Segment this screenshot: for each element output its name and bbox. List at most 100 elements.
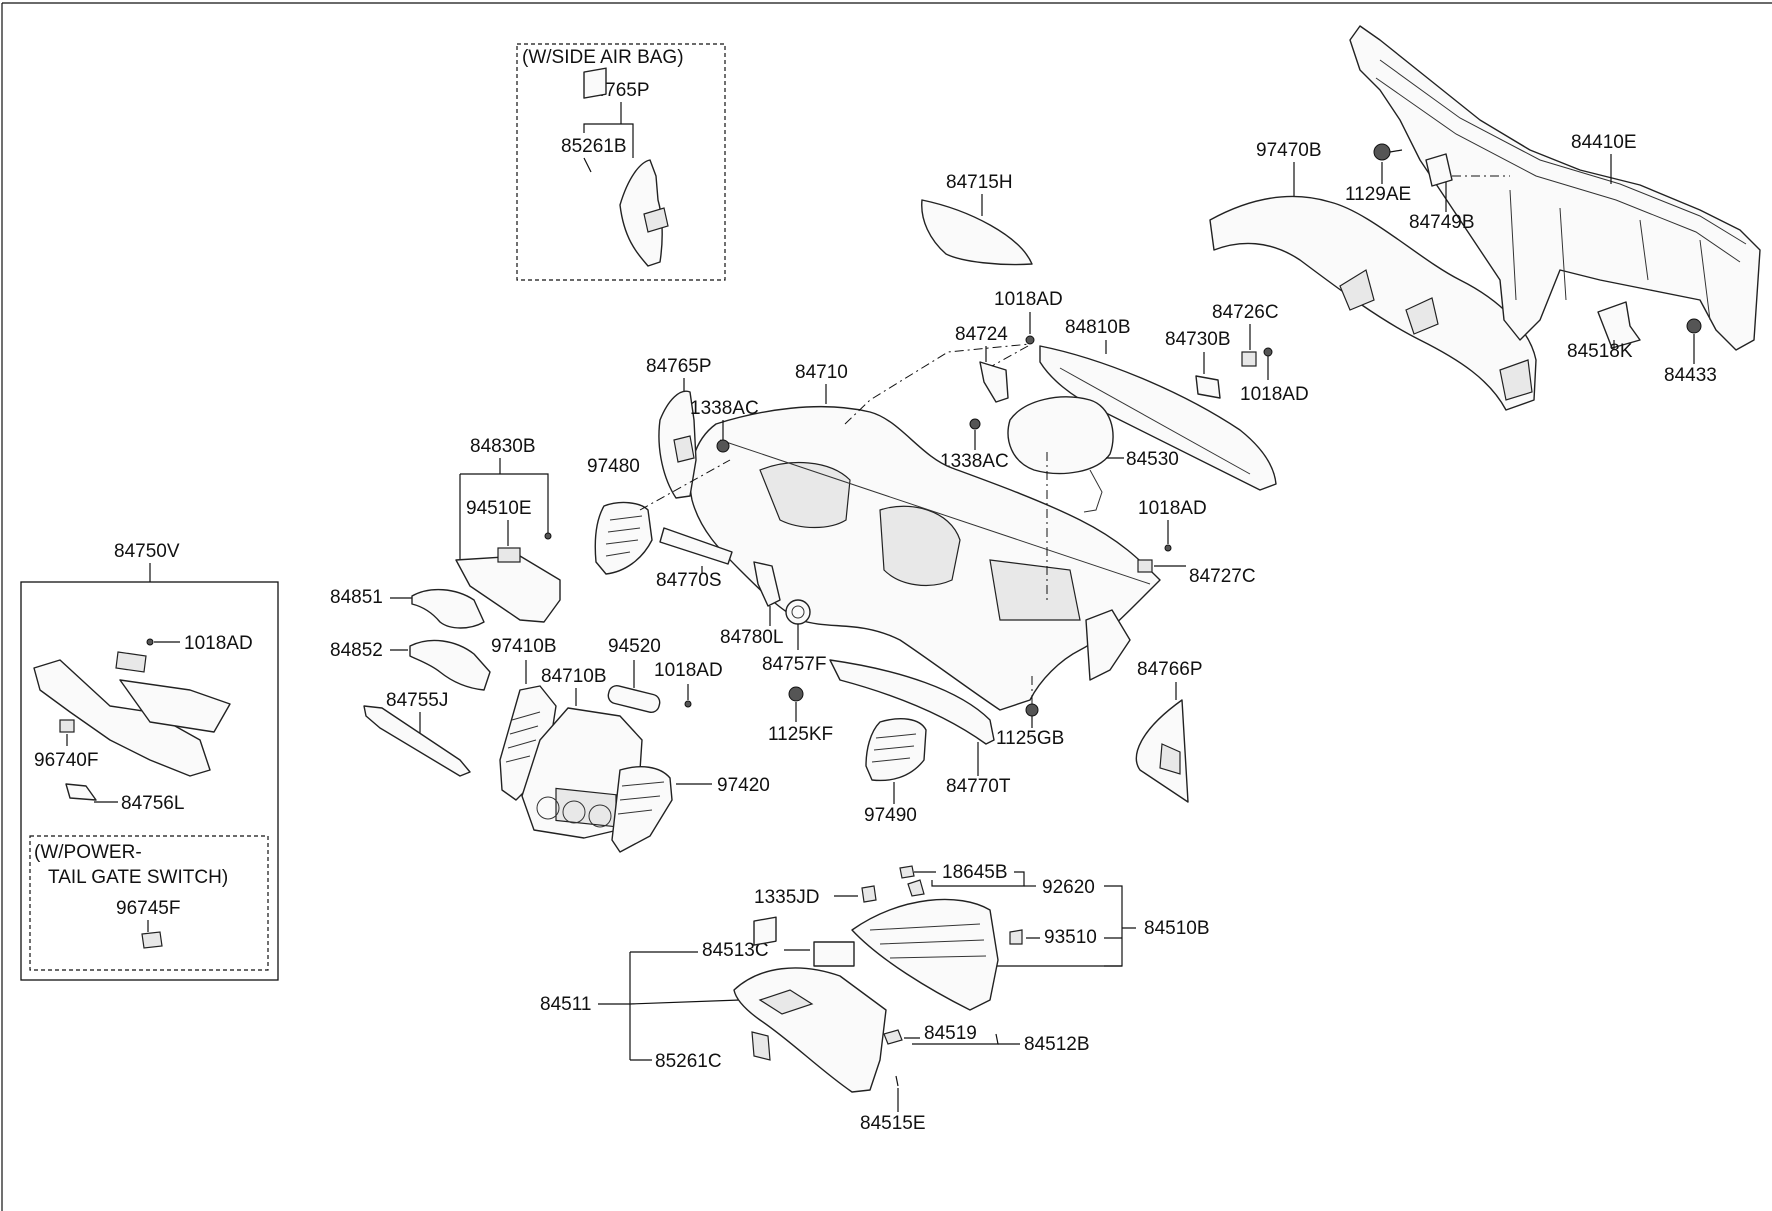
vent-97490-louvers bbox=[871, 733, 917, 763]
label-84830B: 84830B bbox=[470, 436, 536, 457]
leader-84765P-top bbox=[583, 102, 634, 158]
label-1125GB: 1125GB bbox=[996, 728, 1064, 749]
label-1018AD-a: 1018AD bbox=[994, 289, 1063, 310]
part-84851-shroud-upper bbox=[411, 588, 485, 629]
label-84749B: 84749B bbox=[1409, 212, 1475, 233]
crash-pad-right-end bbox=[1085, 609, 1131, 681]
label-84511: 84511 bbox=[540, 994, 591, 1015]
part-97470B-air-duct bbox=[1209, 195, 1537, 411]
upper-cover-edge-detail bbox=[1059, 367, 1251, 475]
label-84851: 84851 bbox=[330, 587, 383, 608]
label-1338AC-b: 1338AC bbox=[940, 451, 1009, 472]
part-84780L-garnish bbox=[753, 561, 781, 607]
part-85261C-label bbox=[753, 916, 777, 946]
fascia-knob-left bbox=[536, 796, 560, 820]
part-84726C-clip bbox=[1241, 351, 1257, 367]
part-84830B-lower-panel bbox=[455, 555, 561, 623]
part-1018AD-a-screw bbox=[1025, 335, 1035, 345]
label-84780L: 84780L bbox=[720, 627, 783, 648]
label-97480: 97480 bbox=[587, 456, 640, 477]
leader-85261B bbox=[583, 157, 592, 173]
label-1125KF: 1125KF bbox=[768, 724, 833, 745]
glove-box-handle bbox=[758, 989, 814, 1015]
part-92620-lamp bbox=[907, 879, 925, 897]
part-1125GB-bolt bbox=[1025, 703, 1039, 717]
power-tailgate-option-box bbox=[29, 835, 269, 971]
label-96745F: 96745F bbox=[116, 898, 180, 919]
crash-pad-center-opening bbox=[879, 505, 961, 587]
part-84513C-label bbox=[813, 941, 855, 967]
part-97420-center-vent-right bbox=[611, 766, 673, 853]
crossmember-brackets bbox=[1509, 189, 1711, 321]
vent-97410B-louvers bbox=[505, 711, 541, 763]
part-1338AC-a-nut bbox=[716, 439, 730, 453]
label-84810B: 84810B bbox=[1065, 317, 1131, 338]
label-94510E: 94510E bbox=[466, 498, 532, 519]
label-92620: 92620 bbox=[1042, 877, 1095, 898]
part-1129AE-bolt bbox=[1373, 143, 1391, 161]
label-84730B: 84730B bbox=[1165, 329, 1231, 350]
part-84765P-vent-top bbox=[643, 207, 669, 233]
label-84710B: 84710B bbox=[541, 666, 607, 687]
leader-84511-bracket bbox=[598, 951, 741, 1061]
crash-pad-glovebox-opening bbox=[989, 559, 1081, 621]
label-1018AD-d: 1018AD bbox=[184, 633, 253, 654]
part-97480-side-vent-left bbox=[594, 501, 653, 575]
label-84770T: 84770T bbox=[946, 776, 1011, 797]
power-tailgate-note-line1: (W/POWER- bbox=[34, 842, 142, 863]
label-84513C: 84513C bbox=[702, 940, 769, 961]
side-cover-vent bbox=[1159, 743, 1181, 775]
label-84519: 84519 bbox=[924, 1023, 977, 1044]
label-84710: 84710 bbox=[795, 362, 848, 383]
label-1018AD-c: 1018AD bbox=[1138, 498, 1207, 519]
part-1125KF-bolt bbox=[788, 686, 804, 702]
label-84726C: 84726C bbox=[1212, 302, 1279, 323]
vent-97480-louvers bbox=[605, 515, 643, 557]
part-84730B-bracket bbox=[1195, 375, 1221, 399]
duct-outlet-b bbox=[1405, 297, 1439, 335]
label-84518K: 84518K bbox=[1567, 341, 1633, 362]
label-84770S: 84770S bbox=[656, 570, 722, 591]
label-84512B: 84512B bbox=[1024, 1034, 1090, 1055]
label-97410B: 97410B bbox=[491, 636, 557, 657]
part-85261B-label-sticker bbox=[583, 67, 607, 99]
label-1018AD-e: 1018AD bbox=[654, 660, 723, 681]
part-84750V-lower-panel bbox=[33, 659, 211, 777]
part-84518K-bracket bbox=[1597, 301, 1641, 349]
airbag-connector-wire bbox=[1083, 469, 1103, 513]
part-84755J-garnish bbox=[363, 705, 471, 777]
label-85261C: 85261C bbox=[655, 1051, 722, 1072]
label-97470B: 97470B bbox=[1256, 140, 1322, 161]
label-84530: 84530 bbox=[1126, 449, 1179, 470]
part-84852-shroud-lower bbox=[409, 639, 491, 691]
part-84715H-trim bbox=[921, 199, 1033, 266]
dash-84710-to-upper bbox=[844, 343, 1031, 425]
bolt-shank-1129AE bbox=[1389, 149, 1403, 153]
label-97420: 97420 bbox=[717, 775, 770, 796]
label-84727C: 84727C bbox=[1189, 566, 1256, 587]
panel-84830B-screw bbox=[544, 532, 552, 540]
side-airbag-note: (W/SIDE AIR BAG) bbox=[522, 47, 684, 68]
label-1335JD: 1335JD bbox=[754, 887, 820, 908]
leader-84830B bbox=[459, 458, 549, 560]
label-84765P: 84765P bbox=[646, 356, 712, 377]
part-1018AD-d-screw bbox=[146, 638, 154, 646]
part-1335JD-damper bbox=[861, 885, 877, 903]
fascia-knob-right bbox=[588, 804, 612, 828]
label-84757F: 84757F bbox=[762, 654, 826, 675]
part-84530-passenger-airbag bbox=[1007, 396, 1114, 475]
label-1018AD-b: 1018AD bbox=[1240, 384, 1309, 405]
fascia-knob-center bbox=[562, 800, 586, 824]
part-84433-bolt bbox=[1686, 318, 1702, 334]
label-85261B: 85261B bbox=[561, 136, 627, 157]
part-84770S-garnish bbox=[659, 527, 733, 565]
part-84511-glove-box-door bbox=[733, 967, 887, 1093]
label-84756L: 84756L bbox=[121, 793, 184, 814]
crash-pad-lower-assembly-box bbox=[20, 581, 279, 981]
crossmember-beam-line-a bbox=[1379, 59, 1747, 245]
part-84757F-speaker-grille bbox=[785, 599, 811, 625]
part-84724-bracket bbox=[979, 361, 1009, 403]
label-1129AE: 1129AE bbox=[1345, 184, 1411, 205]
part-1338AC-b-nut bbox=[969, 418, 981, 430]
